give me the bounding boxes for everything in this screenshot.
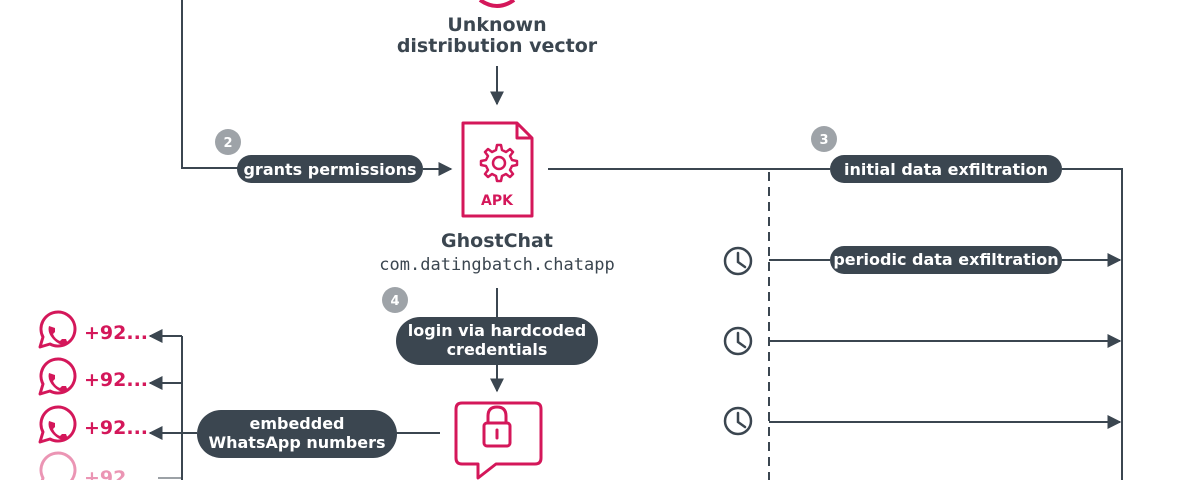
whatsapp-entry: +92...: [38, 310, 148, 349]
initial-exfil-pill: [830, 155, 1062, 183]
initial-exfil-label: initial data exfiltration: [844, 160, 1048, 179]
whatsapp-entry: +92...: [38, 357, 148, 396]
apk-file-label: APK: [481, 193, 514, 209]
whatsapp-number: +92...: [84, 417, 148, 439]
clock-icon: [723, 246, 753, 276]
whatsapp-entry: +92...: [39, 451, 148, 480]
user-loop-line: [181, 0, 240, 169]
login-label-line2: credentials: [447, 340, 548, 359]
whatsapp-number: +92...: [84, 322, 148, 344]
step-4-badge: [382, 287, 408, 313]
whatsapp-icon: [38, 310, 77, 349]
login-label-line1: login via hardcoded: [408, 321, 586, 340]
initial-exfil-line-right: [1062, 168, 1123, 480]
embedded-numbers-line2: WhatsApp numbers: [208, 433, 385, 452]
grant-permissions-pill: [237, 155, 423, 183]
step-3-badge: [811, 126, 837, 152]
grant-permissions-label: grants permissions: [243, 160, 416, 179]
login-pill: [396, 317, 598, 365]
whatsapp-entry: +92...: [38, 405, 148, 444]
step-2-number: 2: [223, 136, 232, 151]
whatsapp-icon: [38, 405, 77, 444]
periodic-exfil-pill: [830, 246, 1062, 274]
app-package: com.datingbatch.chatapp: [379, 255, 614, 275]
whatsapp-icon: [38, 357, 77, 396]
whatsapp-icon: [39, 451, 77, 480]
lock-chat-icon: [454, 401, 543, 480]
whatsapp-number: +92...: [84, 369, 148, 391]
step-4-number: 4: [390, 294, 399, 309]
vector-label-line2: distribution vector: [397, 35, 598, 57]
clock-icon: [723, 326, 753, 356]
embedded-numbers-line1: embedded: [249, 414, 344, 433]
app-name: GhostChat: [441, 230, 553, 252]
clock-icon: [723, 406, 753, 436]
step-3-number: 3: [819, 133, 828, 148]
embedded-numbers-pill: [197, 410, 397, 458]
vector-label-line1: Unknown: [447, 14, 546, 36]
whatsapp-number: +92...: [84, 467, 148, 480]
step-2-badge: [215, 129, 241, 155]
periodic-exfil-label: periodic data exfiltration: [833, 250, 1058, 269]
vector-icon-fragment: [478, 0, 516, 8]
apk-file-gear-icon: [461, 121, 534, 218]
